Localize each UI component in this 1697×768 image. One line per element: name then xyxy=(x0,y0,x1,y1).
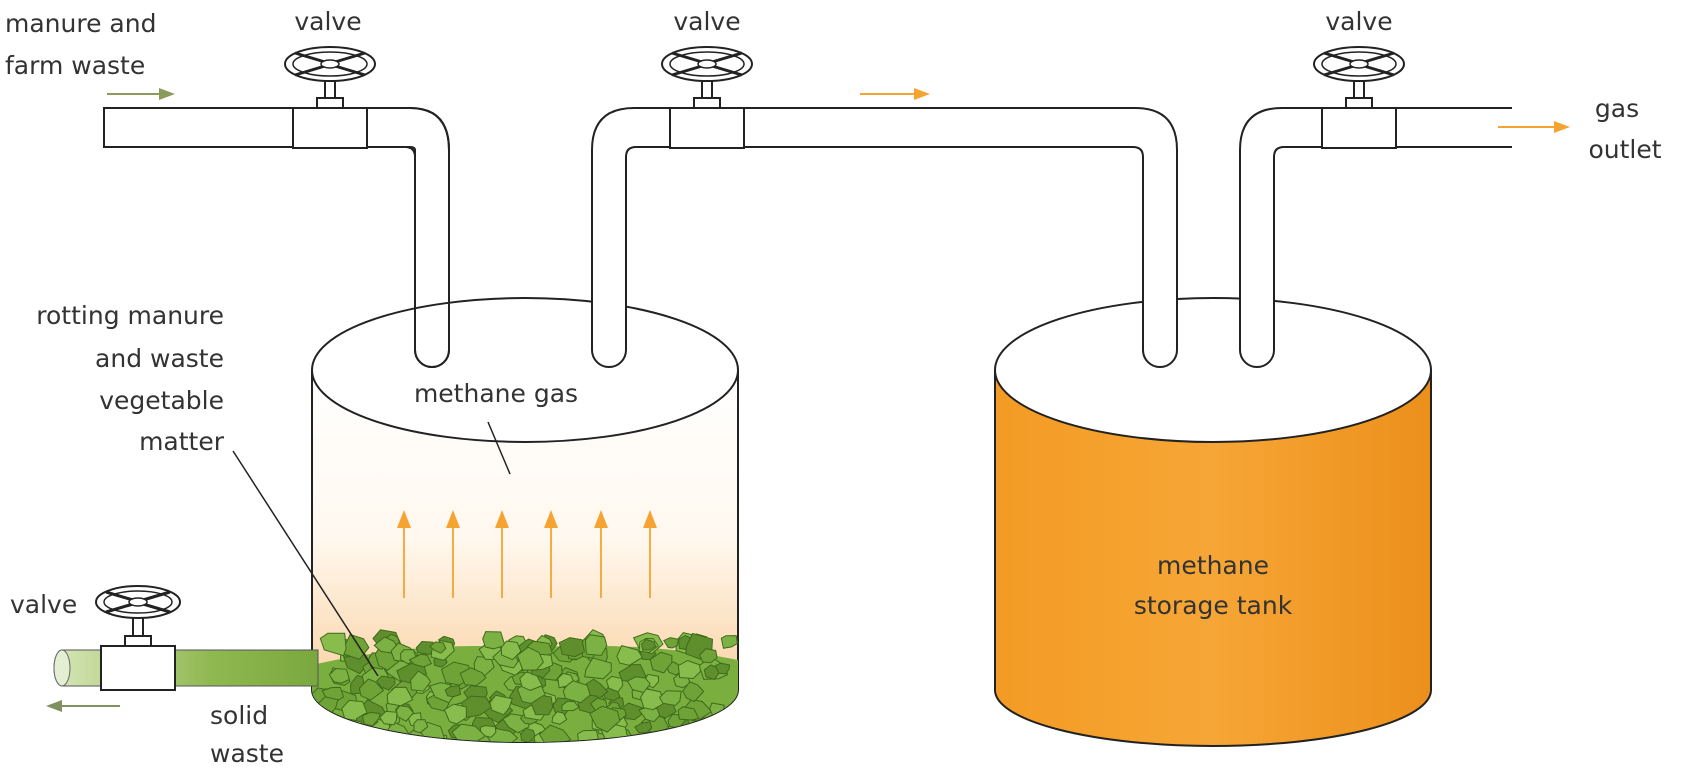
label-valve-waste: valve xyxy=(10,590,77,619)
label-rotting-4: matter xyxy=(139,427,225,456)
methane-rise-arrow-1 xyxy=(397,510,411,598)
label-solid-waste-1: solid xyxy=(210,701,268,730)
methane-rise-arrow-2 xyxy=(446,510,460,598)
label-gas-outlet-2: outlet xyxy=(1588,135,1661,164)
waste-pipe xyxy=(53,649,319,687)
inlet-pipe xyxy=(103,107,450,368)
valve-waste[interactable] xyxy=(95,585,181,691)
valve-middle[interactable] xyxy=(661,46,753,149)
flow-arrows xyxy=(46,88,1570,712)
outlet-pipe xyxy=(1239,107,1512,368)
label-manure-input-1: manure and xyxy=(5,9,156,38)
label-rotting-2: and waste xyxy=(95,344,224,373)
valve-outlet[interactable] xyxy=(1313,46,1405,149)
methane-rise-arrow-4 xyxy=(544,510,558,598)
gas-flow-arrow xyxy=(860,88,930,100)
rotting-matter xyxy=(312,629,738,742)
valves xyxy=(95,46,1405,691)
valve-inlet[interactable] xyxy=(284,46,376,149)
label-rotting-3: vegetable xyxy=(99,386,224,415)
valve-wheel-icon[interactable] xyxy=(284,46,376,82)
label-rotting-1: rotting manure xyxy=(36,301,224,330)
storage-top xyxy=(994,297,1432,443)
digester-top xyxy=(311,297,739,443)
valve-wheel-icon[interactable] xyxy=(95,585,181,619)
label-solid-waste-2: waste xyxy=(210,739,284,768)
valve-wheel-icon[interactable] xyxy=(661,46,753,82)
input-flow-arrow xyxy=(107,88,175,100)
gas-outlet-arrow xyxy=(1498,121,1570,133)
methane-rise-arrow-6 xyxy=(643,510,657,598)
label-valve-inlet: valve xyxy=(294,7,361,36)
label-storage-2: storage tank xyxy=(1134,591,1293,620)
methane-rise-arrow-3 xyxy=(495,510,509,598)
digester-tank xyxy=(311,297,739,743)
valve-wheel-icon[interactable] xyxy=(1313,46,1405,82)
gas-transfer-pipe xyxy=(591,107,1178,368)
label-valve-outlet: valve xyxy=(1325,7,1392,36)
storage-tank xyxy=(994,297,1432,747)
solid-waste-arrow xyxy=(46,700,120,712)
label-methane-gas: methane gas xyxy=(414,379,578,408)
label-valve-middle: valve xyxy=(673,7,740,36)
pointer-line-rotting-matter xyxy=(232,450,379,677)
storage-body xyxy=(994,369,1432,747)
label-gas-outlet-1: gas xyxy=(1595,94,1639,123)
label-manure-input-2: farm waste xyxy=(5,51,145,80)
label-storage-1: methane xyxy=(1157,551,1269,580)
methane-rise-arrow-5 xyxy=(594,510,608,598)
pointer-line-methane-gas xyxy=(487,421,511,475)
